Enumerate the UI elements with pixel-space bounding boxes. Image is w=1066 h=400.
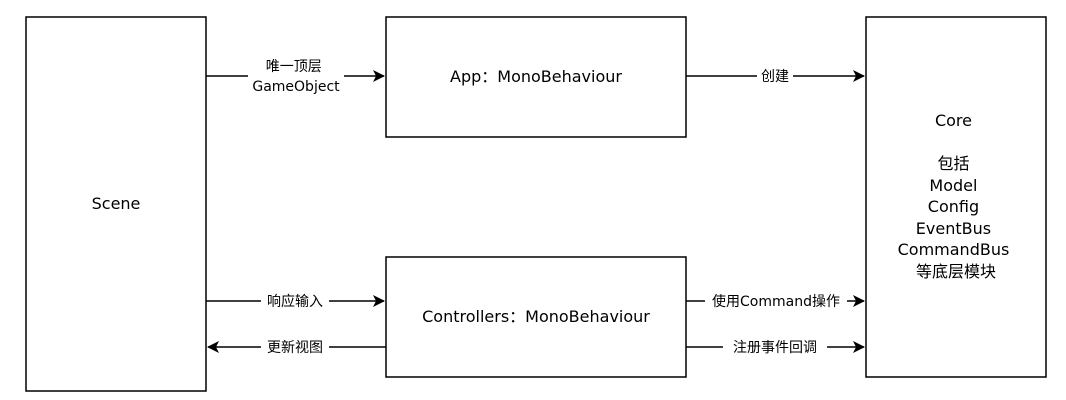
node-controllers-label: Controllers：MonoBehaviour <box>422 307 650 326</box>
edge-controllers-to-core-command-label-bg <box>705 291 847 311</box>
node-core-line: 等底层模块 <box>916 262 996 281</box>
edge-app-to-core-label-bg <box>757 66 793 86</box>
edge-app-to-core: 创建 <box>686 66 865 86</box>
node-app-label: App：MonoBehaviour <box>450 67 622 86</box>
edge-scene-to-controllers-label-bg <box>261 291 329 311</box>
node-core-line: Model <box>929 176 977 195</box>
node-core-line: CommandBus <box>898 240 1010 259</box>
edge-controllers-to-scene-label-bg <box>261 337 329 357</box>
edge-scene-to-controllers: 响应输入 <box>206 291 385 311</box>
edge-scene-to-controllers-label: 响应输入 <box>267 293 323 310</box>
edge-controllers-to-core-event-label-bg <box>723 337 827 357</box>
edge-controllers-to-scene: 更新视图 <box>207 337 386 357</box>
node-core: Core 包括 Model Config EventBus CommandBus… <box>865 16 1047 378</box>
edge-scene-to-app-label-line: GameObject <box>252 79 340 95</box>
node-core-line: Core <box>935 111 972 130</box>
node-scene-box <box>25 16 207 392</box>
node-core-line: 包括 <box>937 154 969 173</box>
edge-controllers-to-core-event-label: 注册事件回调 <box>733 340 817 356</box>
node-app: App：MonoBehaviour <box>385 16 687 138</box>
node-controllers-box <box>385 256 687 378</box>
edge-controllers-to-core-event: 注册事件回调 <box>686 337 865 357</box>
node-controllers: Controllers：MonoBehaviour <box>385 256 687 378</box>
edge-controllers-to-scene-label: 更新视图 <box>267 340 323 356</box>
node-core-line: EventBus <box>916 219 991 238</box>
node-core-line: Config <box>928 197 979 216</box>
edge-scene-to-app: 唯一顶层 GameObject <box>206 57 385 95</box>
node-scene-label: Scene <box>92 194 141 213</box>
edge-controllers-to-core-command: 使用Command操作 <box>686 291 865 311</box>
node-scene: Scene <box>25 16 207 392</box>
edge-scene-to-app-label-line: 唯一顶层 <box>266 59 322 75</box>
edge-scene-to-app-label-bg <box>248 57 344 95</box>
edge-scene-to-app-label: 唯一顶层 GameObject <box>252 59 340 95</box>
node-core-label: Core 包括 Model Config EventBus CommandBus… <box>898 111 1015 281</box>
node-app-box <box>385 16 687 138</box>
edge-controllers-to-core-command-label: 使用Command操作 <box>712 293 840 310</box>
edge-app-to-core-label: 创建 <box>761 69 789 85</box>
node-core-box <box>865 16 1047 378</box>
